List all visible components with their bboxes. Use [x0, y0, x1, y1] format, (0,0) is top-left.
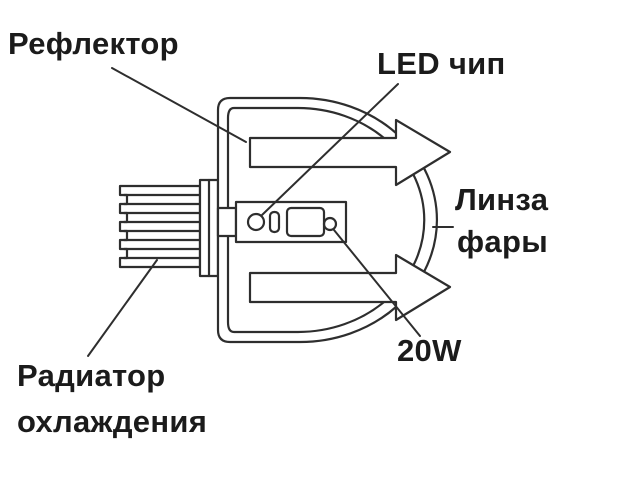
leader-reflector: [111, 67, 247, 143]
chip-screw-left: [246, 212, 266, 232]
leader-led-chip: [261, 83, 399, 216]
heatsink-radiator: [118, 178, 220, 278]
led-chip-assembly: [216, 200, 348, 244]
heatsink-outline: [118, 184, 202, 269]
leader-radiator: [87, 259, 158, 357]
label-reflector: Рефлектор: [8, 26, 179, 61]
label-power-rating: 20W: [397, 333, 462, 368]
light-beam-arrow-lower-icon: [248, 253, 452, 322]
label-led-chip: LED чип: [377, 46, 506, 81]
label-radiator-line2: охлаждения: [17, 404, 208, 439]
chip-mount-tab: [216, 206, 238, 238]
label-radiator-line1: Радиатор: [17, 358, 166, 393]
label-lens-line2: фары: [457, 224, 548, 259]
light-beam-arrow-upper-icon: [248, 118, 452, 187]
leader-lines: [87, 67, 454, 357]
chip-screw-right: [322, 216, 338, 232]
label-lens-line1: Линза: [455, 182, 549, 217]
heatsink-fin-lines: [122, 193, 202, 260]
light-beams: [248, 118, 452, 322]
leader-power: [333, 229, 421, 337]
chip-slot: [268, 210, 281, 234]
